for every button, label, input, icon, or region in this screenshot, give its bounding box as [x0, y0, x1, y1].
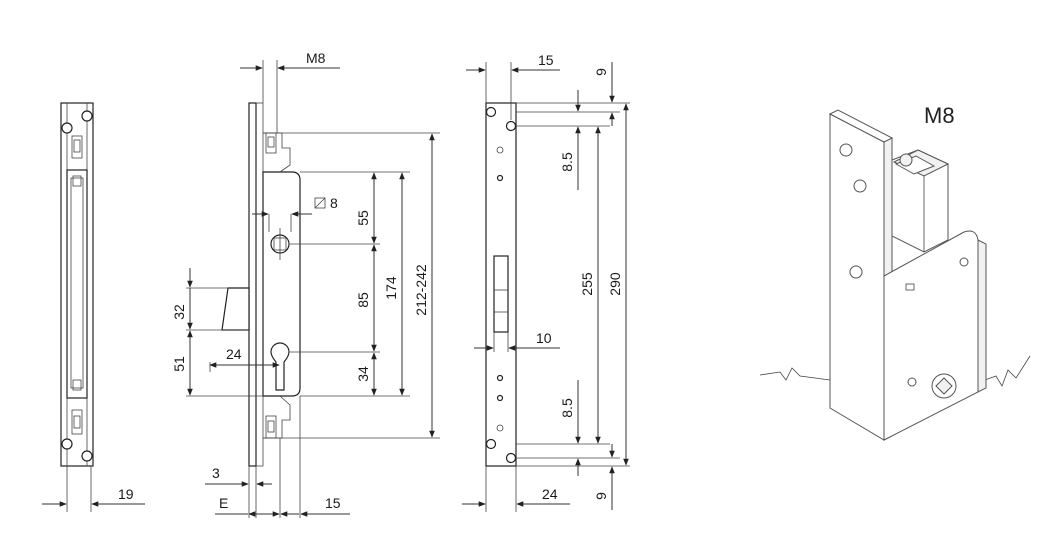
screw-icon — [839, 143, 853, 157]
dim-front-8-5-bottom: 8.5 — [559, 398, 575, 418]
dim-e: E — [219, 495, 228, 511]
dim-front-24: 24 — [542, 486, 558, 502]
dim-latch-32: 32 — [171, 304, 187, 320]
latch-slot — [493, 255, 509, 333]
dim-faceplate-3: 3 — [212, 465, 220, 481]
dim-backset: 24 — [226, 346, 242, 362]
screw-icon — [853, 179, 867, 193]
dim-front-8-5-top: 8.5 — [559, 152, 575, 172]
latch-icon — [221, 287, 250, 331]
dim-85: 85 — [355, 292, 371, 308]
dim-front-290: 290 — [607, 272, 623, 296]
dim-width-15: 15 — [325, 495, 341, 511]
screw-icon — [61, 438, 73, 450]
dim-front-9-bottom: 9 — [593, 492, 609, 500]
dim-square: 8 — [330, 195, 338, 211]
screw-icon — [849, 265, 863, 279]
screw-icon — [496, 394, 504, 402]
m8-screw-icon — [899, 153, 913, 167]
screw-icon — [496, 174, 504, 182]
isometric-view: M8 — [759, 103, 1031, 441]
screw-icon — [907, 377, 917, 387]
cylinder-hole-icon — [270, 342, 290, 391]
dim-front-10: 10 — [536, 330, 552, 346]
dim-latch-51: 51 — [171, 356, 187, 372]
dim-front-15: 15 — [538, 52, 554, 68]
screw-icon — [505, 452, 517, 464]
screw-icon — [485, 438, 497, 450]
side-body — [66, 169, 88, 399]
dim-thread: M8 — [306, 50, 326, 66]
dim-front-255: 255 — [579, 272, 595, 296]
side-view: 19 — [42, 102, 145, 512]
dim-front-9-top: 9 — [593, 68, 609, 76]
dim-side-width: 19 — [118, 486, 134, 502]
screw-icon — [81, 450, 93, 462]
screw-icon — [959, 257, 969, 267]
screw-icon — [61, 122, 73, 134]
iso-label: M8 — [924, 103, 955, 128]
front-view: 15 9 8.5 255 290 10 8.5 — [462, 52, 630, 512]
screw-icon — [505, 120, 517, 132]
dim-174: 174 — [383, 276, 399, 300]
dim-212-242: 212-242 — [413, 264, 429, 316]
screw-icon — [485, 106, 497, 118]
dim-34: 34 — [355, 366, 371, 382]
screw-icon — [496, 374, 504, 382]
dim-55: 55 — [355, 210, 371, 226]
screw-icon — [81, 110, 93, 122]
lock-body-view: M8 8 55 85 34 174 212-242 32 51 — [171, 50, 440, 518]
lock-faceplate — [248, 102, 257, 467]
